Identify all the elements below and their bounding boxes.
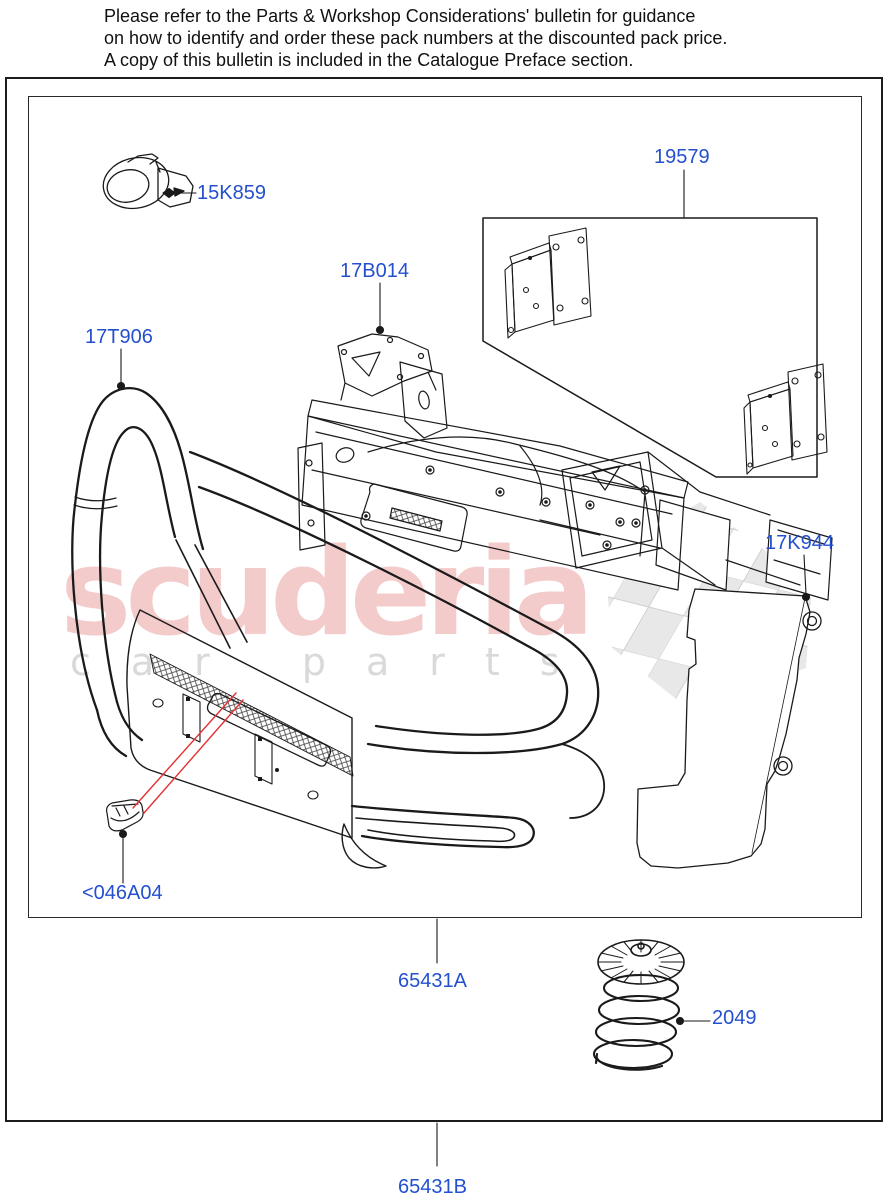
coil-spring-drawing bbox=[592, 939, 685, 1071]
notice-line-3: A copy of this bulletin is included in t… bbox=[104, 50, 634, 70]
leader-lines bbox=[116, 169, 811, 1167]
watermark-brand: scuderia bbox=[60, 524, 595, 663]
part-label-sensor: 15K859 bbox=[197, 182, 266, 204]
part-label-air-deflector: 17K944 bbox=[765, 532, 834, 554]
mount-bolts bbox=[361, 465, 650, 550]
crash-can-front-drawing bbox=[504, 227, 592, 339]
part-label-clip: <046A04 bbox=[82, 882, 163, 904]
accessory-pack-outer-frame bbox=[5, 77, 883, 1122]
bulletin-notice: Please refer to the Parts & Workshop Con… bbox=[104, 5, 864, 71]
bull-bar-drawing bbox=[71, 387, 605, 869]
winch-mount-drawing bbox=[297, 333, 833, 601]
air-deflector-drawing bbox=[636, 588, 822, 869]
part-label-bull-bar: 17T906 bbox=[85, 326, 153, 348]
crash-can-rear-drawing bbox=[743, 363, 828, 475]
notice-line-1: Please refer to the Parts & Workshop Con… bbox=[104, 6, 696, 26]
parking-sensor-drawing bbox=[102, 153, 194, 210]
part-label-pack-outer: 65431B bbox=[398, 1176, 467, 1198]
notice-line-2: on how to identify and order these pack … bbox=[104, 28, 728, 48]
part-label-pack-inner: 65431A bbox=[398, 970, 467, 992]
part-label-mount-bracket: 17B014 bbox=[340, 260, 409, 282]
clip-location-lines bbox=[132, 692, 244, 814]
clip-drawing bbox=[105, 799, 144, 832]
impact-box-outline bbox=[482, 217, 818, 478]
accessory-pack-inner-frame bbox=[28, 96, 862, 918]
part-label-impact-box: 19579 bbox=[654, 146, 710, 168]
part-label-spring: 2049 bbox=[712, 1007, 757, 1029]
